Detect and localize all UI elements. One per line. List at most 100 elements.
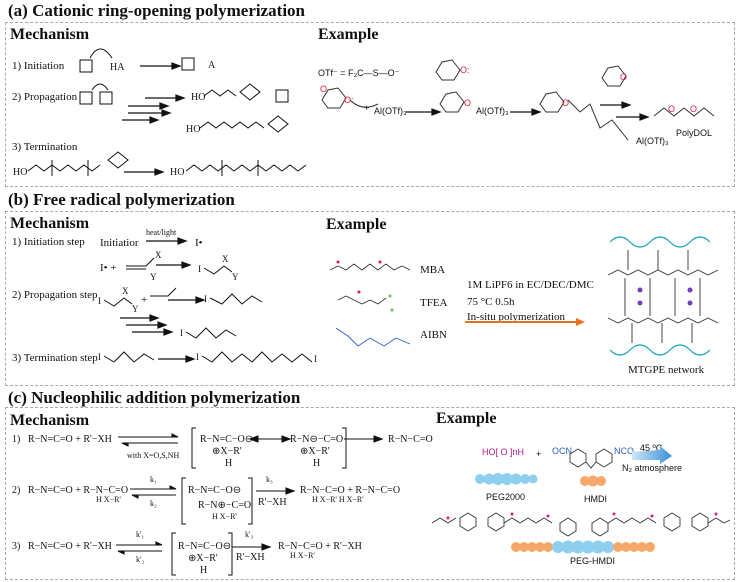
ocn-label: OCN — [552, 446, 572, 456]
initiator-aibn: AIBN — [420, 329, 447, 341]
polymer-network — [607, 236, 719, 356]
svg-text:O: O — [464, 98, 471, 108]
al-otf3-label: Al(OTf)₃ — [476, 106, 509, 116]
row2-k2: k₂ — [150, 499, 157, 508]
row1-product: R−N−C=O — [388, 434, 433, 445]
al-otf3-label: Al(OTf)₃ — [374, 106, 407, 116]
row2-number: 2) — [12, 485, 21, 496]
panel-a-example-heading: Example — [318, 26, 379, 43]
oxetane-ring — [79, 91, 93, 105]
atmosphere-label: N₂ atmosphere — [622, 463, 683, 473]
svg-text:O: O — [320, 84, 327, 94]
peg-formula: HO[ O ]nH — [482, 447, 525, 457]
row2-reagent: R'−XH — [258, 497, 287, 508]
svg-text:I: I — [196, 352, 199, 362]
svg-text:I: I — [98, 352, 101, 362]
dioxolane-ring — [539, 91, 565, 113]
panel-a-box — [5, 22, 735, 187]
panel-b-title: (b) Free radical polymerization — [8, 190, 235, 209]
step-termination: 3) Termination — [12, 141, 78, 153]
row3-h: H — [200, 565, 208, 576]
svg-text:O: O — [668, 104, 675, 114]
panel-c-mechanism-heading: Mechanism — [10, 412, 90, 429]
monomer-mba: MBA — [420, 264, 446, 276]
row2-products: R−N−C=O + R−N−C=O — [300, 485, 401, 496]
panel-b-box — [5, 211, 735, 386]
mba-structure — [329, 263, 411, 271]
oxetane-ring — [181, 57, 195, 71]
peg-bead-chain — [475, 473, 538, 485]
svg-text:O: O — [690, 104, 697, 114]
row1-intermediate2-sub: ⊕X−R' — [300, 446, 330, 457]
row1-h: H — [313, 458, 321, 469]
condition-method: In-situ polymerization — [467, 311, 566, 323]
row1-intermediate2: R−N⊖−C=O — [290, 434, 344, 445]
row3-reagent: R'−XH — [236, 552, 265, 563]
radical-label: I• — [195, 237, 203, 249]
row2-reactants: R−N=C=O + R−N−C=O — [28, 485, 129, 496]
counterion-label: A — [208, 60, 216, 71]
peg-hmdi-structure — [431, 512, 731, 537]
hmdi-structure — [569, 448, 613, 469]
oxetane-ring — [239, 83, 261, 101]
row2-k3: k₃ — [266, 475, 273, 484]
row3-k1: k'₁ — [136, 530, 145, 539]
row1-number: 1) — [12, 434, 21, 445]
curved-arrow — [89, 48, 113, 59]
condition-electrolyte: 1M LiPF6 in EC/DEC/DMC — [467, 279, 594, 291]
panel-c-box — [5, 407, 735, 580]
nco-label: NCO — [614, 446, 634, 456]
panel-a-mechanism-heading: Mechanism — [10, 26, 90, 43]
row3-intermediate: R−N=C−O⊖ — [178, 541, 232, 552]
row3-products-sub: H X−R' — [290, 551, 315, 560]
temperature-label: 45 ºC — [640, 443, 663, 453]
oxetane-ring — [275, 89, 289, 103]
dioxolane-ring — [321, 87, 347, 109]
step-initiation: 1) Initiation step — [12, 236, 85, 248]
curved-arrow — [91, 83, 109, 91]
svg-text:I: I — [180, 328, 183, 338]
step-initiation: 1) Initiation — [12, 60, 65, 72]
svg-text:Y: Y — [232, 272, 239, 282]
row1-intermediate1-sub: ⊕X−R' — [212, 446, 242, 457]
network-label: MTGPE network — [628, 364, 705, 376]
dioxolane-ring — [439, 91, 465, 113]
svg-text:O:: O: — [344, 95, 354, 105]
aibn-structure — [335, 327, 411, 347]
hmdi-label: HMDI — [584, 494, 607, 504]
oxetane-ring — [99, 91, 113, 105]
panel-c-title: (c) Nucleophilic addition polymerization — [8, 388, 301, 407]
peg-hmdi-label: PEG-HMDI — [570, 556, 615, 566]
svg-text:X: X — [155, 250, 162, 260]
hmdi-bead-chain — [580, 475, 606, 487]
bracket — [191, 427, 347, 469]
row2-reactants-sub: H X−R' — [96, 495, 121, 504]
svg-text:I: I — [98, 296, 101, 306]
monomer-tfea: TFEA — [420, 297, 448, 309]
dioxolane-ring — [601, 65, 627, 87]
peg2000-label: PEG2000 — [486, 492, 526, 502]
row1-intermediate1: R−N=C−O⊖ — [200, 434, 254, 445]
polydol-label: PolyDOL — [676, 128, 713, 138]
al-otf3-label: Al(OTf)₃ — [636, 136, 669, 146]
row2-products-sub: H X−R' H X−R' — [312, 495, 364, 504]
ho-label: HO — [13, 167, 28, 178]
reactant-plus: + — [364, 103, 370, 113]
svg-text:I: I — [204, 294, 207, 304]
svg-text:Y: Y — [150, 272, 157, 282]
step-propagation: 2) Propagation — [12, 91, 78, 103]
panel-a-title: (a) Cationic ring-opening polymerization — [8, 1, 306, 20]
otf-definition: OTf⁻ = F₃C—S—O⁻ — [318, 68, 400, 78]
ho-label: HO — [191, 92, 206, 103]
heat-light-label: heat/light — [146, 228, 177, 237]
peg-hmdi-bead-chain — [511, 540, 655, 554]
acid-label: HA — [110, 62, 125, 73]
radical-plus-label: I• + — [100, 262, 117, 274]
step-propagation: 2) Propagation step — [12, 289, 98, 301]
